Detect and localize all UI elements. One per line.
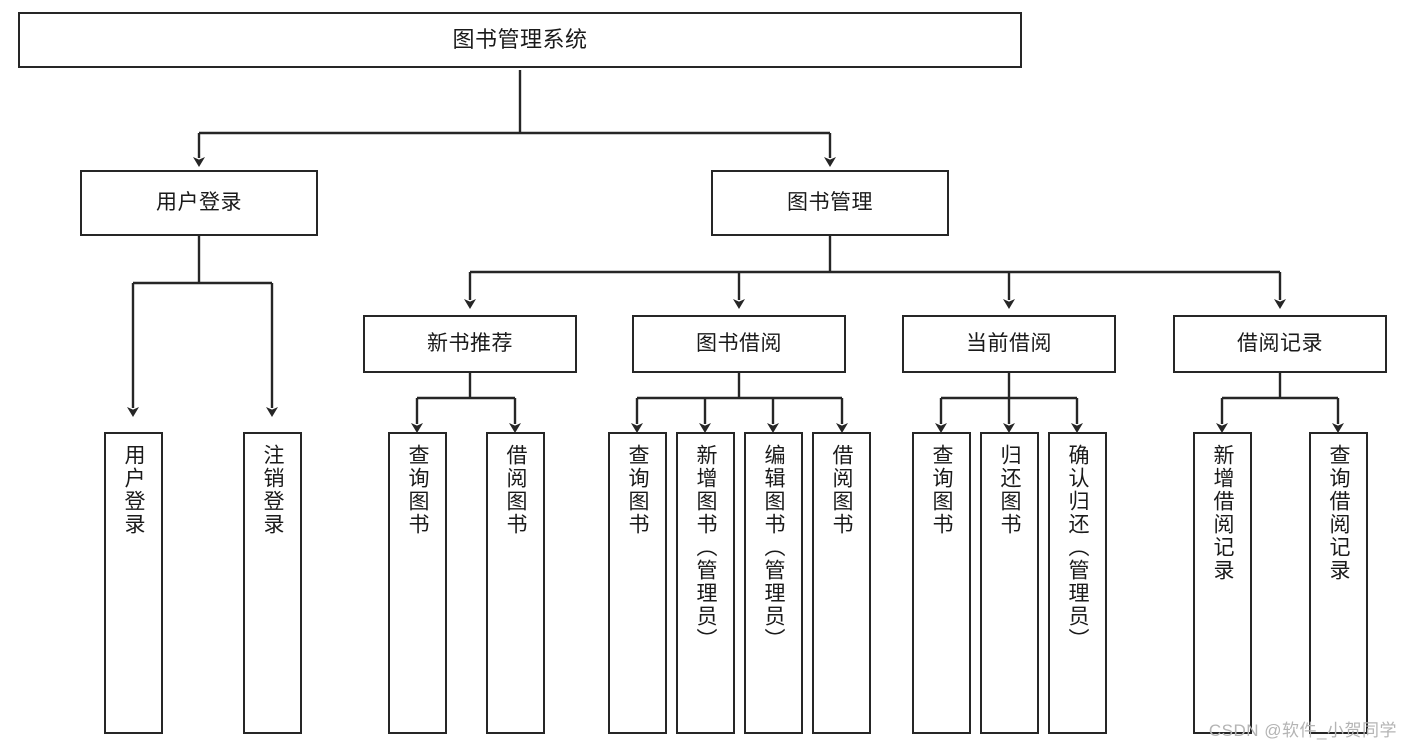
- node-leaf-query-book-2[interactable]: 查询图书: [608, 432, 667, 734]
- node-label-leaf-add-record: 新增借阅记录: [1211, 444, 1234, 582]
- node-leaf-query-record[interactable]: 查询借阅记录: [1309, 432, 1368, 734]
- node-label-leaf-query-book-1: 查询图书: [406, 444, 429, 536]
- node-label-leaf-borrow-book-1: 借阅图书: [504, 444, 527, 536]
- node-leaf-confirm-return[interactable]: 确认归还（管理员）: [1048, 432, 1107, 734]
- node-root-system[interactable]: 图书管理系统: [18, 12, 1022, 68]
- node-label-leaf-add-book: 新增图书（管理员）: [694, 444, 717, 651]
- csdn-watermark: CSDN @软件_小贺同学: [1208, 721, 1397, 740]
- node-label-leaf-query-book-2: 查询图书: [626, 444, 649, 536]
- node-label-leaf-return-book: 归还图书: [998, 444, 1021, 536]
- node-leaf-user-login[interactable]: 用户登录: [104, 432, 163, 734]
- node-leaf-query-book-1[interactable]: 查询图书: [388, 432, 447, 734]
- node-leaf-add-record[interactable]: 新增借阅记录: [1193, 432, 1252, 734]
- node-book-manage[interactable]: 图书管理: [711, 170, 949, 236]
- node-label-leaf-user-login: 用户登录: [122, 444, 145, 536]
- node-label-leaf-query-record: 查询借阅记录: [1327, 444, 1350, 582]
- node-leaf-borrow-book-1[interactable]: 借阅图书: [486, 432, 545, 734]
- node-leaf-edit-book[interactable]: 编辑图书（管理员）: [744, 432, 803, 734]
- node-label-leaf-query-book-3: 查询图书: [930, 444, 953, 536]
- node-book-borrow[interactable]: 图书借阅: [632, 315, 846, 373]
- node-leaf-borrow-book-2[interactable]: 借阅图书: [812, 432, 871, 734]
- node-borrow-record[interactable]: 借阅记录: [1173, 315, 1387, 373]
- node-label-borrow-record: 借阅记录: [1237, 331, 1323, 355]
- node-label-new-book-recommend: 新书推荐: [427, 331, 513, 355]
- node-label-leaf-user-logout: 注销登录: [261, 444, 284, 536]
- node-current-borrow[interactable]: 当前借阅: [902, 315, 1116, 373]
- node-label-book-borrow: 图书借阅: [696, 331, 782, 355]
- node-new-book-recommend[interactable]: 新书推荐: [363, 315, 577, 373]
- node-leaf-query-book-3[interactable]: 查询图书: [912, 432, 971, 734]
- node-label-current-borrow: 当前借阅: [966, 331, 1052, 355]
- node-leaf-user-logout[interactable]: 注销登录: [243, 432, 302, 734]
- node-label-leaf-confirm-return: 确认归还（管理员）: [1066, 444, 1089, 651]
- node-label-book-manage: 图书管理: [787, 190, 873, 214]
- node-label-leaf-edit-book: 编辑图书（管理员）: [762, 444, 785, 651]
- node-label-user-login: 用户登录: [156, 190, 242, 214]
- node-leaf-add-book[interactable]: 新增图书（管理员）: [676, 432, 735, 734]
- node-leaf-return-book[interactable]: 归还图书: [980, 432, 1039, 734]
- node-label-leaf-borrow-book-2: 借阅图书: [830, 444, 853, 536]
- node-user-login[interactable]: 用户登录: [80, 170, 318, 236]
- node-label-root: 图书管理系统: [452, 27, 588, 53]
